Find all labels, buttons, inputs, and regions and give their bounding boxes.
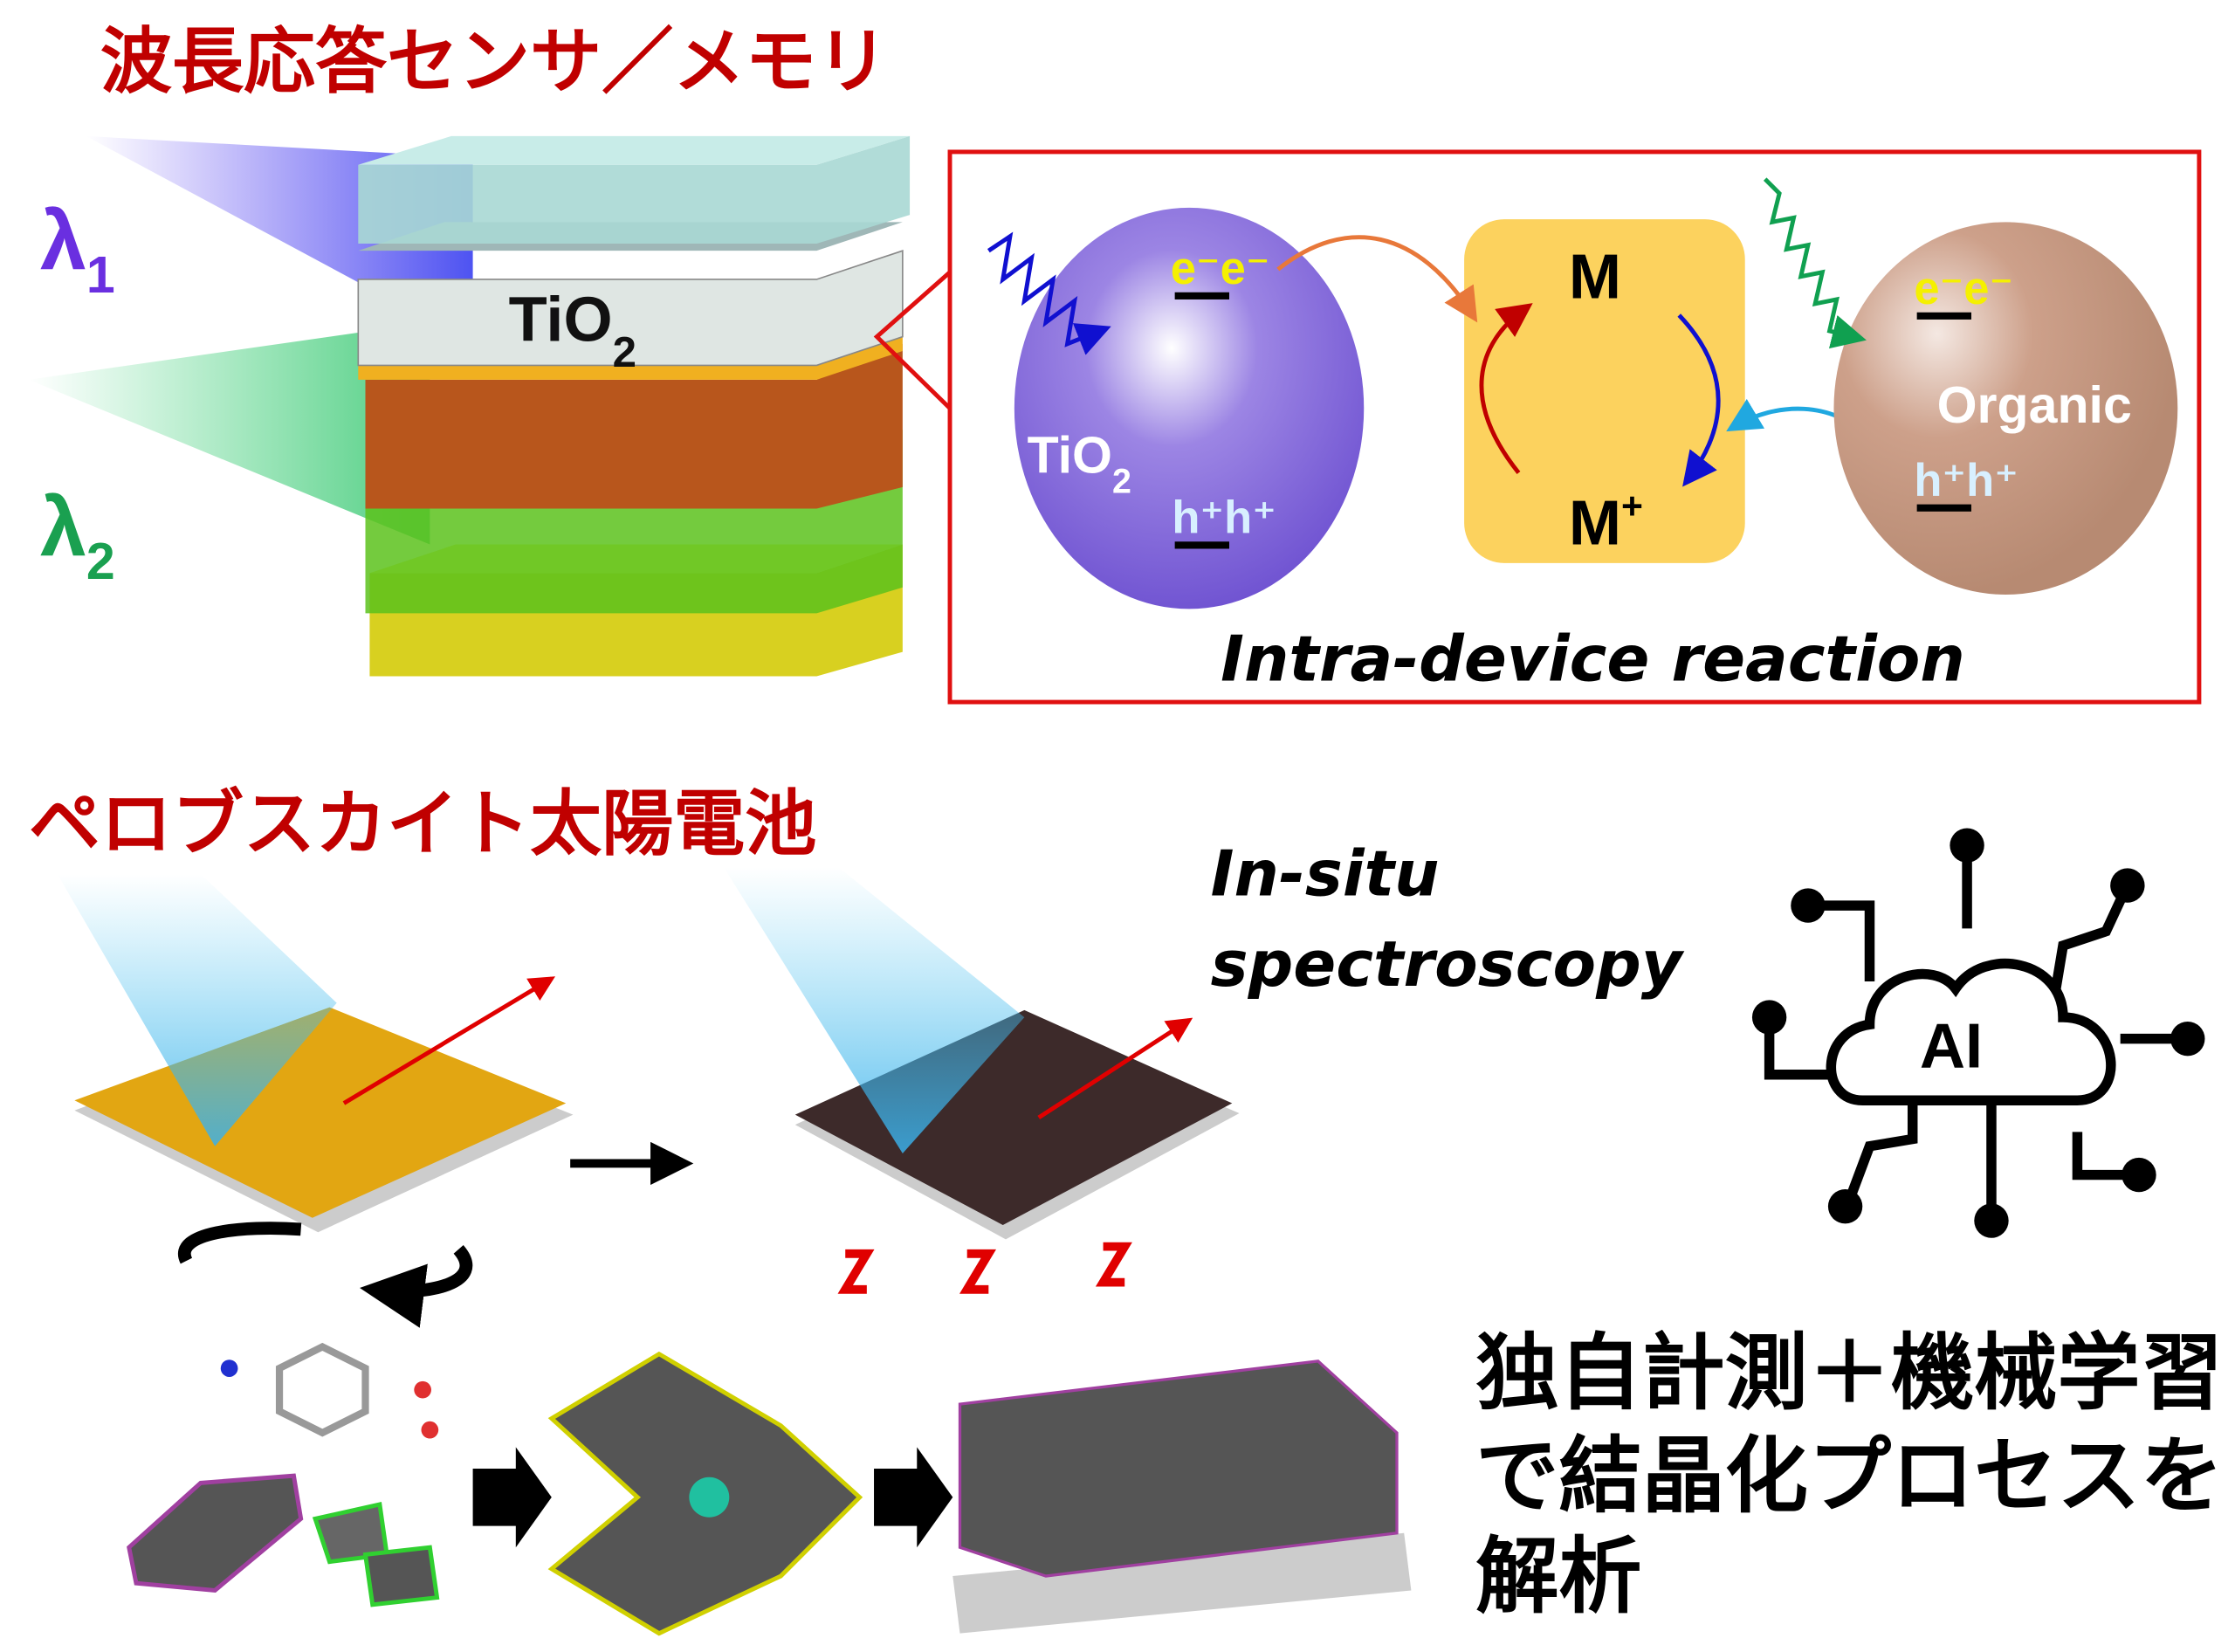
device-layer-stack: [357, 135, 911, 677]
description-line-1: 独自計測＋機械学習: [1475, 1327, 2223, 1420]
step-arrow: [874, 1447, 953, 1548]
energy-level: [1916, 312, 1971, 320]
film-before: [57, 873, 574, 1328]
description-line-2: で結晶化プロセスを: [1475, 1430, 2223, 1523]
energy-level: [1174, 541, 1229, 549]
reaction-box: [947, 149, 2202, 705]
perovskite-title: ペロブスカイト太陽電池: [29, 784, 816, 864]
organic-electrons: e⁻e⁻: [1914, 263, 2013, 314]
tio2-holes: h⁺h⁺: [1172, 492, 1276, 543]
step-arrow: [472, 1447, 552, 1548]
insitu-label-line2: spectroscopy: [1211, 928, 1685, 1002]
metal-ion-label: M+: [1569, 485, 1643, 559]
callout-lines: [873, 270, 952, 410]
precursor-molecules: [127, 1342, 440, 1607]
tio2-sphere-label: TiO2: [1028, 427, 1131, 501]
ai-cloud-circuit-icon: [1751, 828, 2205, 1238]
tio2-electrons: e⁻e⁻: [1171, 243, 1270, 294]
lambda1-label: λ1: [40, 195, 115, 303]
perovskite-unit-cell: [547, 1351, 863, 1636]
insitu-label-line1: In-situ: [1211, 838, 1440, 912]
light-beam-lambda2: [28, 322, 430, 545]
reaction-caption: Intra-device reaction: [1221, 623, 1965, 696]
wavy-light-arrow-green: [1763, 177, 1867, 349]
film-after: [723, 866, 1240, 1294]
lambda2-label: λ2: [40, 482, 115, 590]
description-line-3: 解析: [1475, 1531, 1641, 1623]
organic-holes: h⁺h⁺: [1914, 455, 2018, 506]
ai-label: AI: [1920, 1011, 1983, 1081]
oxidation-arrow: [1677, 313, 1721, 487]
electron-transfer-arrow: [1276, 235, 1478, 323]
metal-redox-box: [1464, 219, 1745, 563]
organic-label: Organic: [1937, 376, 2132, 434]
reduction-arrow: [1479, 303, 1533, 475]
tio2-sphere: [1014, 207, 1365, 609]
perovskite-film-lattice: [952, 1359, 1412, 1634]
wavy-light-arrow-blue: [987, 231, 1111, 355]
tio2-layer-label: TiO2: [509, 286, 636, 377]
sensor-title: 波長応答センサ／メモリ: [100, 22, 888, 101]
energy-level: [1174, 292, 1229, 299]
energy-level: [1916, 504, 1971, 512]
metal-label: M: [1569, 242, 1621, 312]
